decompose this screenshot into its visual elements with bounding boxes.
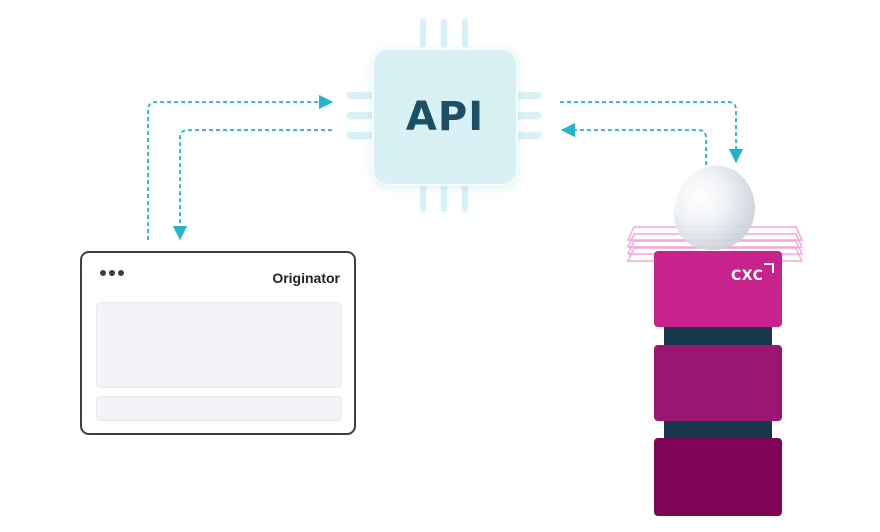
arrow-api-to-cxc	[560, 101, 744, 164]
window-controls	[100, 270, 124, 276]
stack-connector	[664, 326, 772, 346]
chip-pin-right-1	[508, 91, 542, 100]
api-chip: API	[372, 48, 518, 186]
chip-pin-left-2	[346, 111, 380, 120]
cxc-block-bottom	[654, 438, 782, 516]
api-chip-label: API	[405, 94, 485, 140]
cxc-block-top	[654, 251, 782, 327]
chip-pin-bottom-1	[419, 183, 427, 213]
cxc-logo-text: CXC	[731, 268, 764, 284]
window-content-panel	[96, 302, 342, 388]
chip-pin-bottom-3	[461, 183, 469, 213]
window-dot-icon	[100, 270, 106, 276]
arrow-cxc-to-api	[560, 122, 707, 165]
cxc-block-middle	[654, 345, 782, 421]
arrow-api-to-originator	[172, 129, 332, 241]
window-dot-icon	[118, 270, 124, 276]
window-dot-icon	[109, 270, 115, 276]
originator-window: Originator	[80, 251, 356, 435]
window-footer-panel	[96, 396, 342, 421]
chip-pin-top-1	[419, 18, 427, 48]
chip-pin-left-3	[346, 131, 380, 140]
arrow-originator-to-api	[147, 94, 334, 240]
chip-pin-bottom-2	[440, 183, 448, 213]
chip-pin-right-3	[508, 131, 542, 140]
chip-pin-top-2	[440, 18, 448, 48]
chip-pin-right-2	[508, 111, 542, 120]
cxc-logo-corner-icon	[764, 263, 774, 273]
originator-window-title: Originator	[272, 270, 340, 286]
chip-pin-left-1	[346, 91, 380, 100]
stack-connector	[664, 420, 772, 440]
chip-pin-top-3	[461, 18, 469, 48]
